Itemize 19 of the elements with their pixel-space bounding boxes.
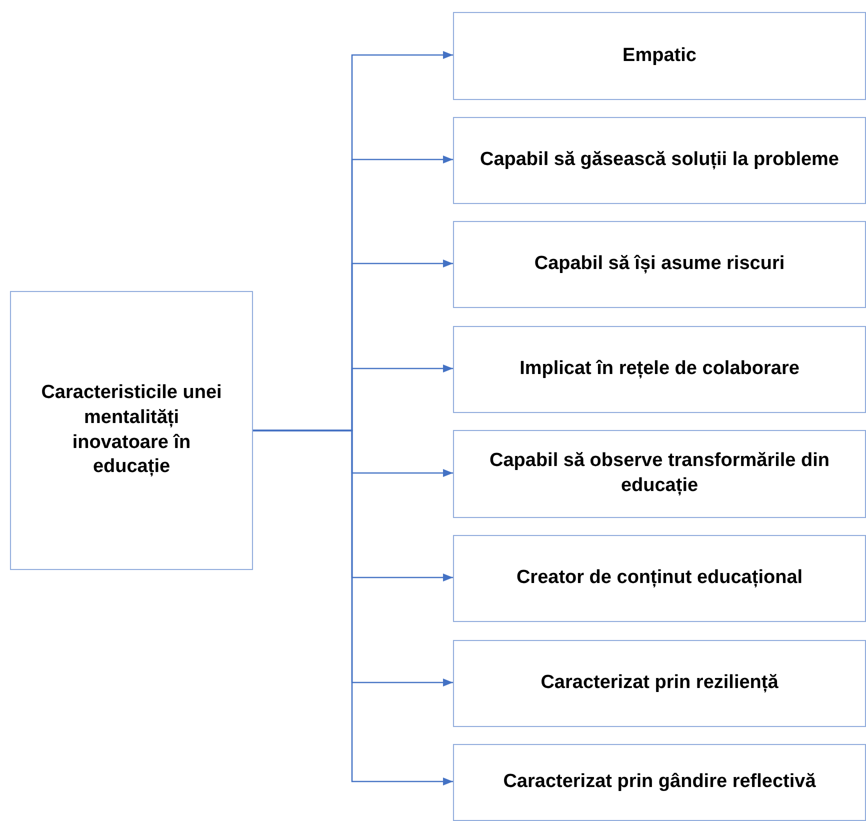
box-label: Empatic <box>622 44 696 68</box>
box-label: Capabil să găsească soluții la probleme <box>480 148 840 172</box>
text-box <box>453 326 866 413</box>
box-label: Capabil să își asume riscuri <box>534 252 785 276</box>
box-label: Capabil să observe transformările din educație <box>488 449 830 498</box>
box-label: Creator de conținut educațional <box>516 566 803 590</box>
connector-arrow <box>253 430 453 786</box>
box-label: Caracterizat prin reziliență <box>540 671 778 696</box>
box-label: Caracterizat prin gândire reflectivă <box>503 770 816 794</box>
text-box <box>10 291 253 570</box>
text-box <box>453 535 866 622</box>
box-label: Caracteristicile unei mentalități inovatoare în educație <box>41 381 222 480</box>
box-label: Implicat în rețele de colaborare <box>520 357 800 382</box>
text-box <box>453 117 866 204</box>
text-box <box>453 744 866 821</box>
text-box <box>453 640 866 727</box>
text-box <box>453 430 866 518</box>
text-box <box>453 12 866 100</box>
text-box <box>453 221 866 308</box>
